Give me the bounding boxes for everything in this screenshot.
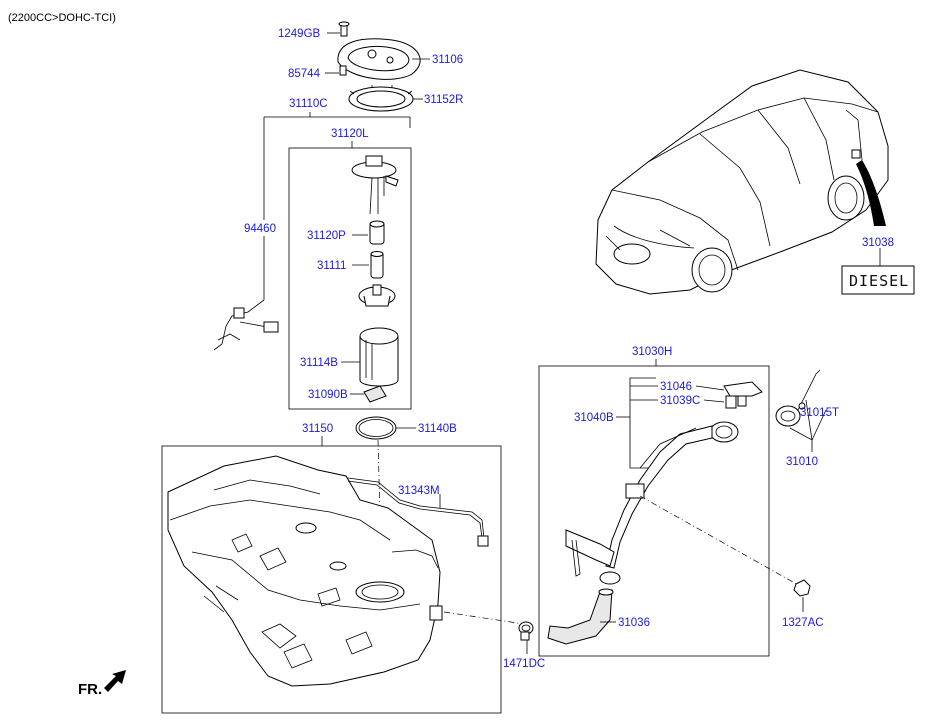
hose-31036-drawing xyxy=(547,588,614,645)
label-31040b[interactable]: 31040B xyxy=(574,412,614,424)
label-1327ac[interactable]: 1327AC xyxy=(782,617,824,629)
fuel-cap-31010-drawing xyxy=(775,369,821,427)
label-31140b[interactable]: 31140B xyxy=(418,423,457,435)
nut-1327ac-drawing xyxy=(793,579,811,597)
label-31010[interactable]: 31010 xyxy=(786,456,818,468)
fuel-tank-drawing xyxy=(167,455,443,687)
label-31046[interactable]: 31046 xyxy=(660,381,692,393)
label-85744[interactable]: 85744 xyxy=(288,68,321,80)
label-31114b[interactable]: 31114B xyxy=(300,357,338,369)
front-direction-label: FR. xyxy=(78,681,102,698)
label-31106[interactable]: 31106 xyxy=(432,54,463,66)
bracket-31090b-drawing xyxy=(363,385,387,403)
screw-85744-drawing xyxy=(339,65,347,76)
label-31039c[interactable]: 31039C xyxy=(660,395,700,407)
label-31120p[interactable]: 31120P xyxy=(307,230,346,242)
label-31036[interactable]: 31036 xyxy=(618,617,650,629)
lock-ring-31152r-drawing xyxy=(348,85,414,112)
label-31111[interactable]: 31111 xyxy=(317,260,346,272)
gasket-31140b-drawing xyxy=(355,416,397,440)
front-direction-arrow-icon xyxy=(104,670,126,692)
label-31120l[interactable]: 31120L xyxy=(331,128,369,140)
label-31038[interactable]: 31038 xyxy=(862,237,894,249)
diesel-badge xyxy=(841,265,915,295)
label-94460[interactable]: 94460 xyxy=(244,223,276,235)
pump-flange-drawing xyxy=(351,155,399,215)
engine-note: (2200CC>DOHC-TCI) xyxy=(8,12,116,24)
label-31015t[interactable]: 31015T xyxy=(800,407,839,419)
label-31152r[interactable]: 31152R xyxy=(424,94,463,106)
label-1471dc[interactable]: 1471DC xyxy=(503,658,545,670)
module-box-31120l xyxy=(288,147,412,410)
reservoir-31114b-drawing xyxy=(359,327,399,387)
filter-base-drawing xyxy=(358,284,396,307)
bolt-1249gb-drawing xyxy=(338,21,350,37)
pump-31120p-drawing xyxy=(369,220,385,245)
label-31150[interactable]: 31150 xyxy=(302,423,333,435)
grommet-31039c-drawing xyxy=(725,395,737,409)
tank-box-31150 xyxy=(161,445,502,714)
label-31110c[interactable]: 31110C xyxy=(289,98,328,110)
fuel-door-callout-arrow xyxy=(856,160,886,226)
filler-neck-drawing xyxy=(565,421,739,585)
label-1249gb[interactable]: 1249GB xyxy=(278,28,321,40)
sender-cover-31106-drawing xyxy=(337,38,421,80)
filler-box-31030h xyxy=(538,365,770,657)
label-31030h[interactable]: 31030H xyxy=(632,346,672,358)
pump-31111-drawing xyxy=(370,251,384,279)
label-31090b[interactable]: 31090B xyxy=(308,389,348,401)
vapor-line-31343m-drawing xyxy=(347,477,489,547)
clamp-1471dc-drawing xyxy=(518,621,534,641)
diesel-badge-text: DIESEL xyxy=(849,272,909,290)
vehicle-drawing xyxy=(595,69,889,295)
label-31343m[interactable]: 31343M xyxy=(398,485,440,497)
bracket-31046-drawing xyxy=(723,381,763,397)
wiring-94460-drawing xyxy=(213,299,279,351)
